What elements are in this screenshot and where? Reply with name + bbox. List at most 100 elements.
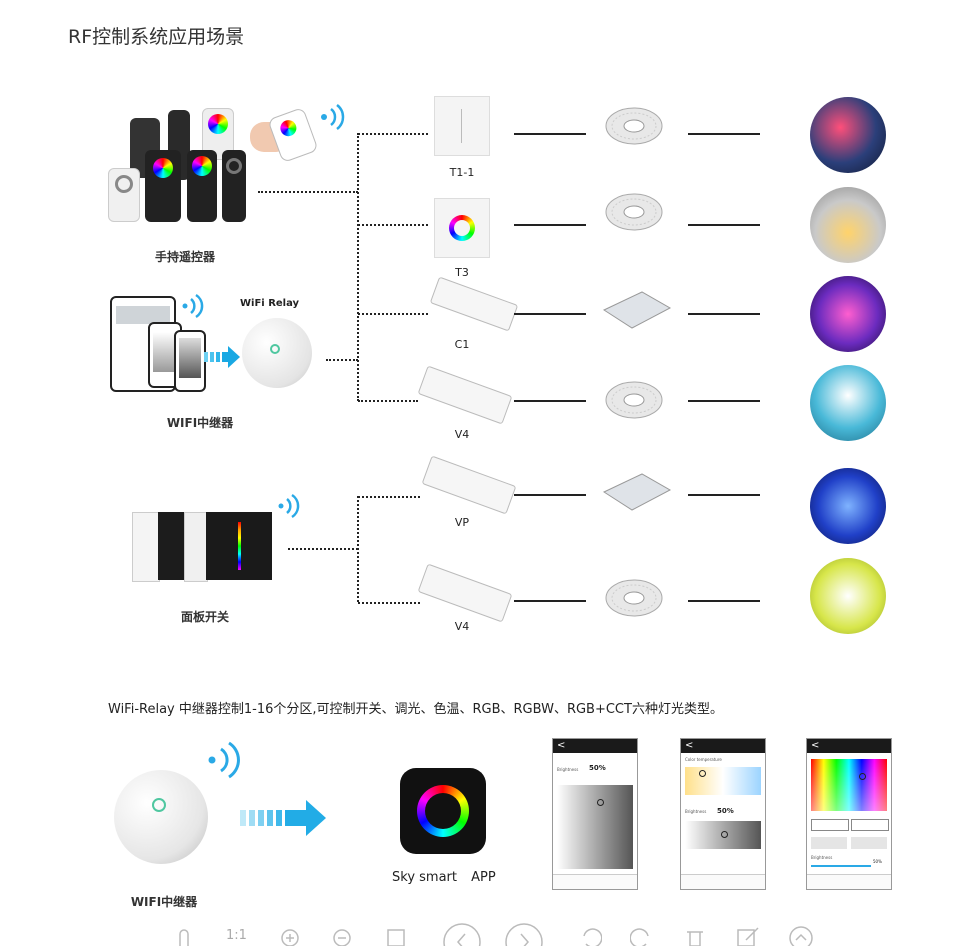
- device-label: V4: [454, 620, 470, 633]
- cct-gradient[interactable]: [685, 767, 761, 795]
- bottom-nav: [681, 874, 765, 889]
- connector-line: [288, 548, 358, 550]
- brightness-value: 50%: [717, 807, 734, 815]
- app-screen-brightness: < Brightness 50%: [552, 738, 638, 890]
- wire: [688, 313, 760, 315]
- led-strip-image: [605, 193, 663, 231]
- fit-icon[interactable]: [386, 922, 406, 946]
- scene-image: [810, 97, 886, 173]
- arrow-right-icon: [204, 346, 240, 368]
- app-name: Sky smart APP: [392, 870, 496, 885]
- wire: [688, 133, 760, 135]
- color-button[interactable]: [811, 837, 847, 849]
- remote-caption: 手持遥控器: [154, 250, 215, 264]
- expand-icon[interactable]: [788, 922, 814, 946]
- brightness-gradient[interactable]: [685, 821, 761, 849]
- page-title: RF控制系统应用场景: [68, 26, 245, 48]
- app-screen-rgb: < Brightness 50%: [806, 738, 892, 890]
- device-label: VP: [454, 516, 470, 529]
- app-icon[interactable]: [400, 768, 486, 854]
- remote-image: [187, 150, 217, 222]
- device-label: V4: [454, 428, 470, 441]
- zoom-out-icon[interactable]: [332, 922, 352, 946]
- brightness-gradient[interactable]: [557, 785, 633, 869]
- rotate-right-icon[interactable]: [630, 922, 654, 946]
- bottom-nav: [807, 874, 891, 889]
- device-VP: [421, 455, 517, 515]
- app-name-text: Sky smart: [392, 870, 457, 885]
- led-strip-image: [605, 107, 663, 145]
- scene-image: [810, 558, 886, 634]
- wifi-signal-icon: [208, 741, 240, 779]
- device-T3: [434, 198, 490, 258]
- rotate-left-icon[interactable]: [578, 922, 602, 946]
- connector-line: [326, 359, 358, 361]
- previous-icon[interactable]: [442, 922, 482, 946]
- panel-caption: 面板开关: [180, 610, 229, 624]
- back-button[interactable]: <: [681, 739, 765, 753]
- connector-line: [358, 496, 420, 498]
- connector-line: [358, 602, 420, 604]
- connector-line: [358, 313, 428, 315]
- connector-line: [358, 400, 418, 402]
- actual-size-button[interactable]: 1:1: [226, 928, 247, 943]
- remote-image: [222, 150, 246, 222]
- brightness-label: Brightness: [685, 809, 707, 814]
- wifi-relay-image: [242, 318, 312, 388]
- brightness-label: Brightness: [557, 767, 579, 772]
- panel-switch-image: [184, 512, 208, 582]
- wire: [514, 400, 586, 402]
- wire: [514, 494, 586, 496]
- zoom-in-icon[interactable]: [280, 922, 300, 946]
- next-icon[interactable]: [504, 922, 544, 946]
- brightness-label: Brightness: [811, 855, 833, 860]
- remote-image: [145, 150, 181, 222]
- back-button[interactable]: <: [553, 739, 637, 753]
- wifi-relay-large-image: [114, 770, 208, 864]
- arrow-right-icon: [240, 800, 326, 836]
- brightness-slider[interactable]: [811, 865, 871, 867]
- connector-line: [258, 191, 358, 193]
- app-screen-cct: < Color temperature Brightness 50%: [680, 738, 766, 890]
- phone-image: [174, 330, 206, 392]
- panel-switch-image: [158, 512, 184, 580]
- edit-icon[interactable]: [736, 922, 760, 946]
- connector-line: [358, 133, 428, 135]
- relay-caption: WIFI中继器: [130, 895, 198, 909]
- wire: [688, 494, 760, 496]
- viewer-toolbar: 1:1: [0, 922, 963, 946]
- rgb-color-picker[interactable]: [811, 759, 887, 811]
- scene-image: [810, 365, 886, 441]
- led-strip-image: [605, 381, 663, 419]
- wire: [514, 313, 586, 315]
- device-label: C1: [454, 338, 470, 351]
- scene-image: [810, 468, 886, 544]
- music-button[interactable]: [851, 837, 887, 849]
- device-V4: [417, 563, 513, 623]
- wifi-signal-icon: [278, 493, 300, 519]
- light-panel-image: [602, 291, 672, 329]
- hand-remote-image: [250, 106, 322, 164]
- wire: [688, 600, 760, 602]
- connector-line: [358, 224, 428, 226]
- speed-selector[interactable]: [851, 819, 889, 831]
- mode-selector[interactable]: [811, 819, 849, 831]
- pan-icon[interactable]: [176, 922, 192, 946]
- device-T1-1: [434, 96, 490, 156]
- wire: [514, 133, 586, 135]
- delete-icon[interactable]: [684, 922, 706, 946]
- wire: [688, 400, 760, 402]
- device-label: T1-1: [449, 166, 475, 179]
- wire: [688, 224, 760, 226]
- remote-image: [108, 168, 140, 222]
- wire: [514, 224, 586, 226]
- panel-switch-image: [206, 512, 272, 580]
- app-suffix-text: APP: [471, 870, 496, 885]
- light-panel-image: [602, 473, 672, 511]
- device-V4: [417, 365, 513, 425]
- wire: [514, 600, 586, 602]
- bottom-nav: [553, 874, 637, 889]
- connector-bus: [357, 496, 359, 602]
- back-button[interactable]: <: [807, 739, 891, 753]
- device-label: T3: [455, 266, 469, 279]
